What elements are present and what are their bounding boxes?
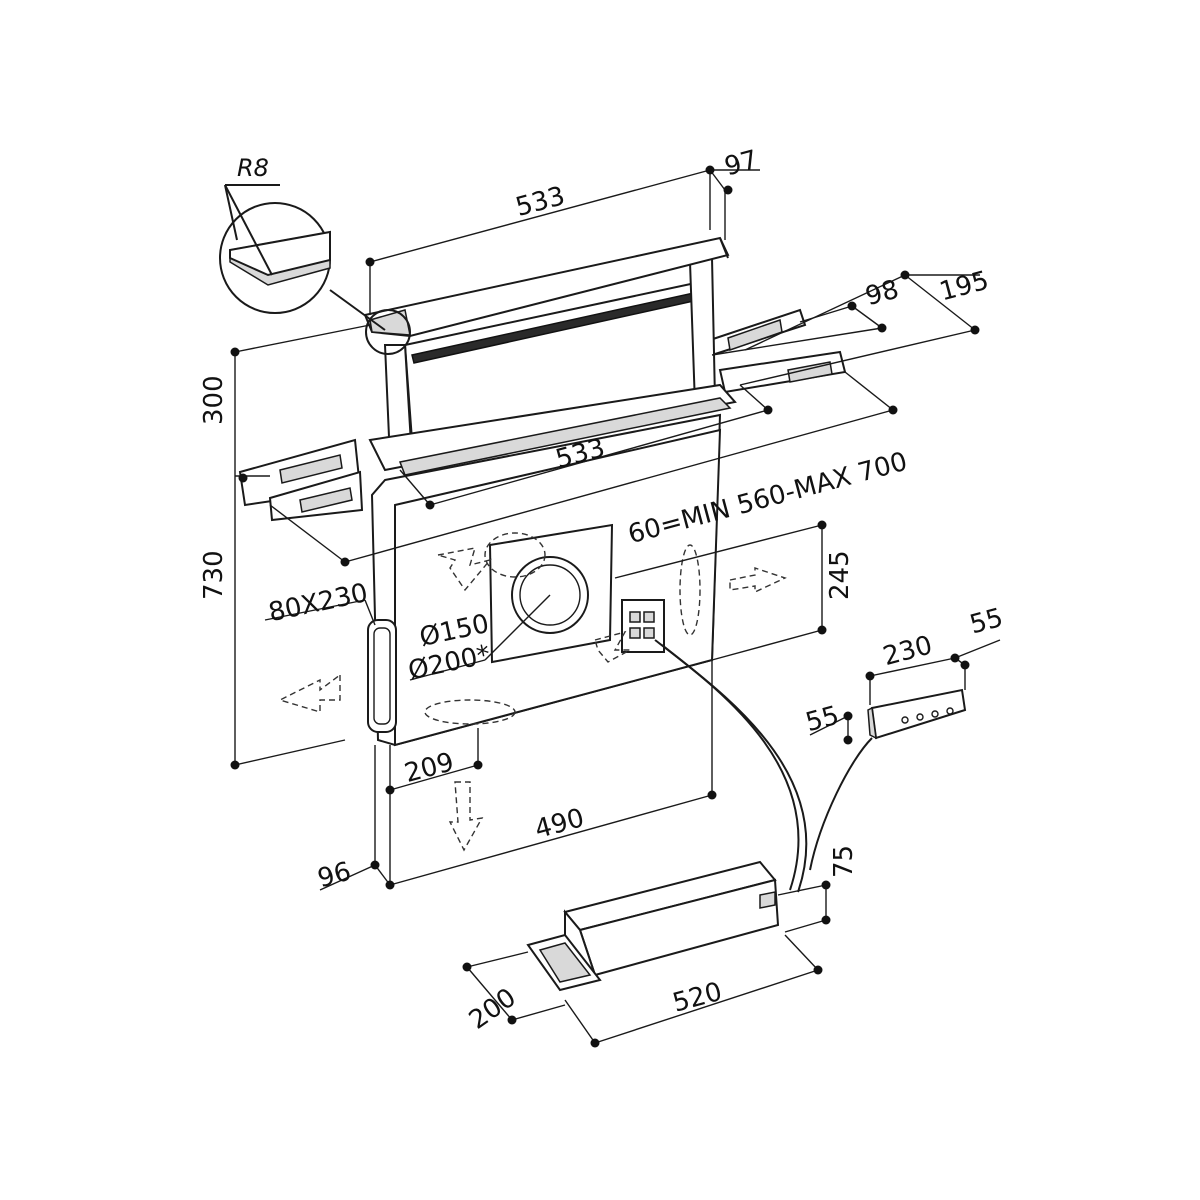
airflow-arrow-down-right	[594, 630, 631, 663]
label-rail-98: 98	[862, 275, 902, 313]
label-side-opening: 80X230	[266, 578, 371, 628]
label-r8: R8	[237, 154, 269, 182]
duct-outlet-circle	[511, 556, 589, 634]
label-height-300: 300	[199, 375, 229, 425]
airflow-arrow-left	[278, 673, 341, 713]
r8-detail	[219, 184, 411, 355]
label-bottom-96: 96	[315, 857, 355, 895]
dimension-dots	[230, 165, 980, 1048]
motor-unit	[526, 860, 780, 992]
label-motor-520: 520	[670, 977, 726, 1019]
label-ctrl-230: 230	[880, 630, 936, 672]
label-top-depth: 97	[721, 145, 761, 183]
airflow-arrow-top-left	[437, 547, 492, 592]
label-motor-200: 200	[464, 983, 522, 1036]
label-height-245: 245	[825, 550, 855, 600]
label-ctrl-55-left: 55	[803, 701, 843, 739]
label-rail-195: 195	[936, 266, 992, 308]
label-top-width: 533	[512, 181, 568, 223]
label-ctrl-55-right: 55	[967, 603, 1007, 641]
label-motor-75: 75	[829, 845, 859, 878]
airflow-arrow-down	[448, 781, 484, 852]
label-height-730: 730	[199, 550, 229, 600]
telescopic-panel	[363, 236, 737, 476]
control-panel	[867, 688, 967, 740]
cabinet-details	[278, 523, 787, 852]
label-bottom-209: 209	[401, 747, 457, 789]
label-bottom-490: 490	[532, 803, 588, 845]
cables	[654, 639, 873, 893]
airflow-arrow-right	[729, 567, 787, 594]
